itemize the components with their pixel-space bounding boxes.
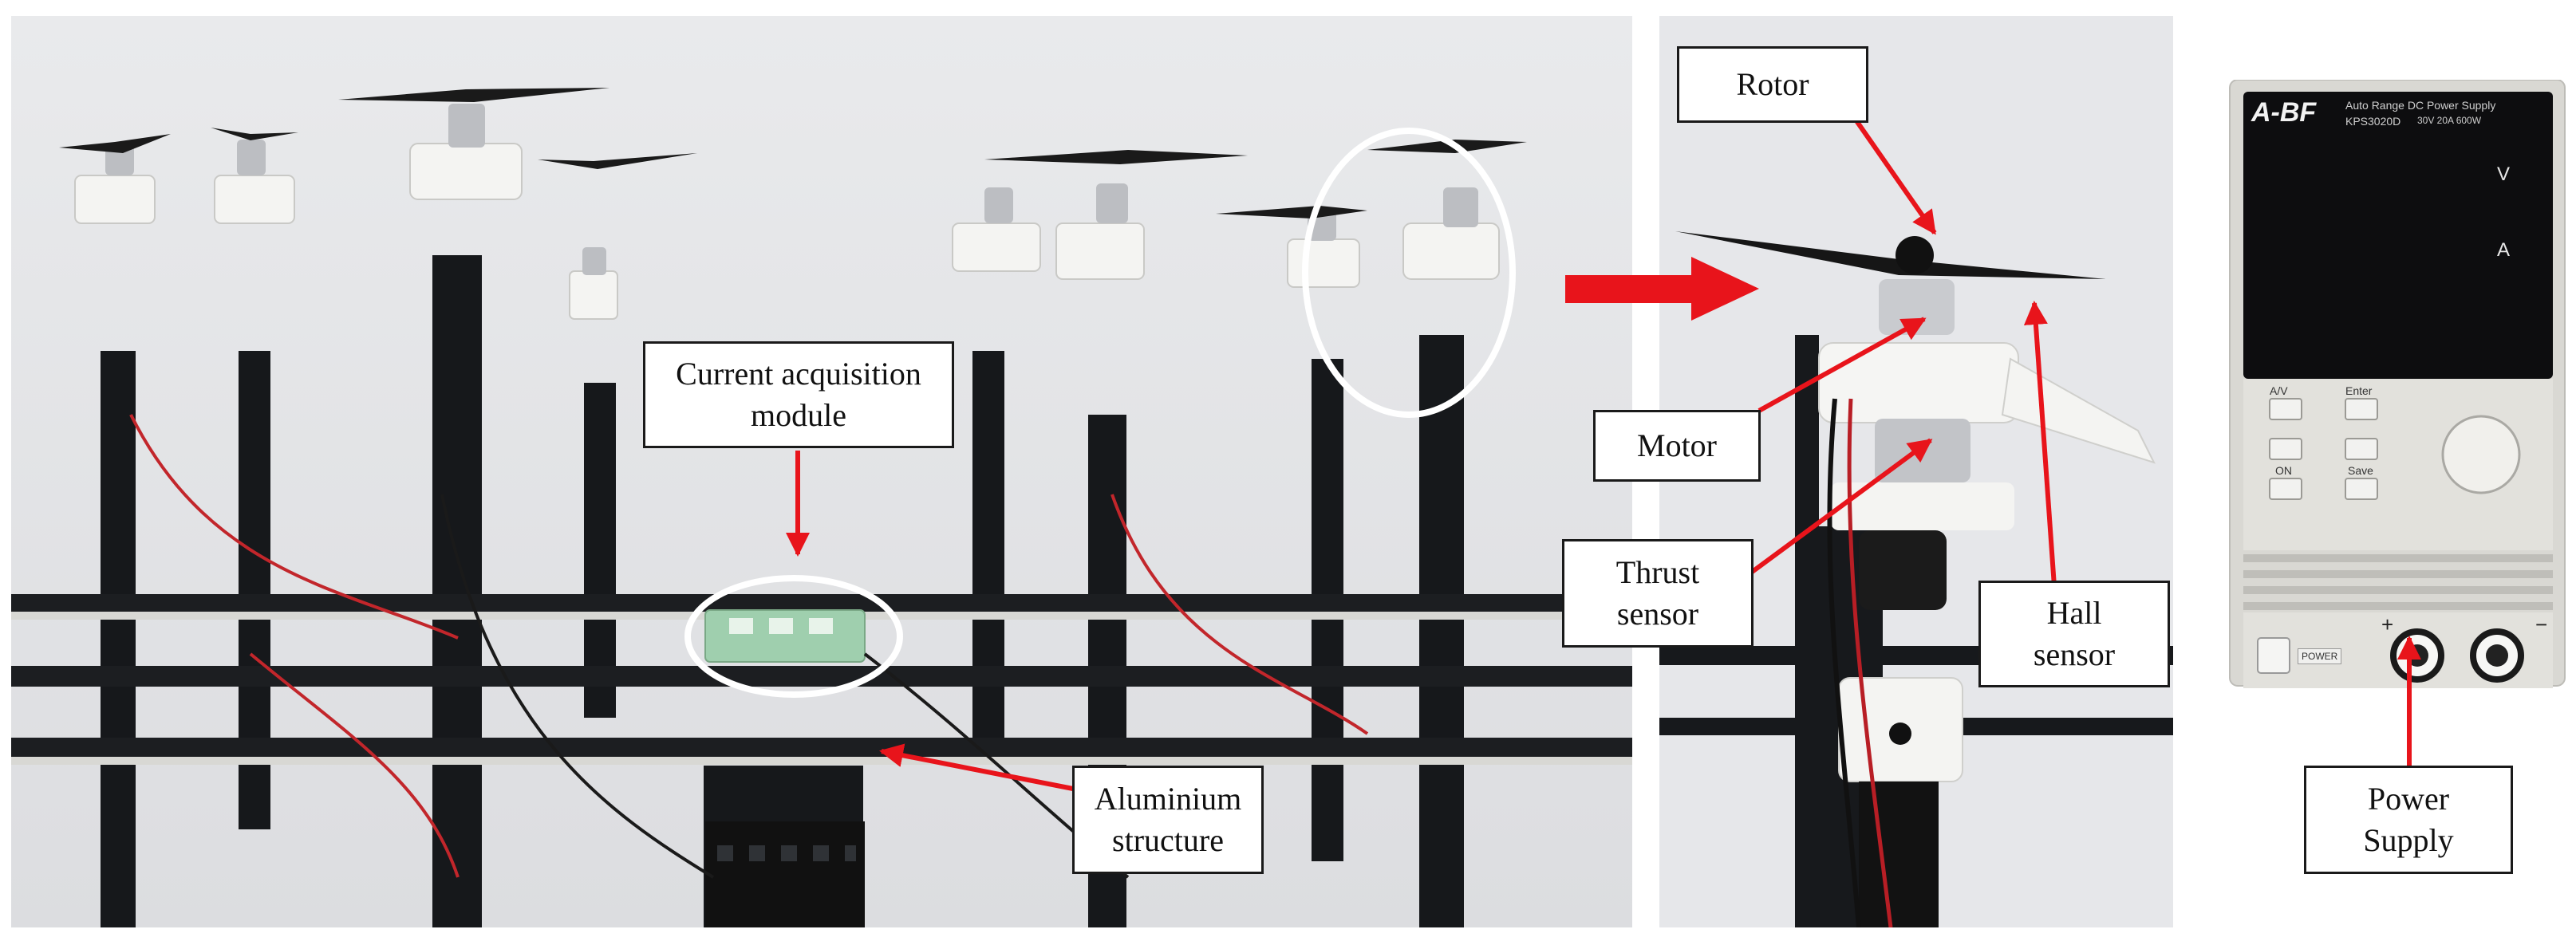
highlight-board-ellipse [684, 575, 903, 698]
label-rotor: Rotor [1677, 46, 1868, 123]
cables [129, 414, 1369, 879]
rig-scene [11, 16, 1632, 927]
device-header: Auto Range DC Power Supply [2345, 99, 2496, 112]
current-board [704, 609, 866, 663]
label-motor: Motor [1593, 410, 1761, 482]
device-model: KPS3020D [2345, 115, 2401, 128]
rotor-units [59, 88, 1527, 320]
power-supply-photo: A-BF Auto Range DC Power Supply KPS3020D… [2226, 80, 2569, 710]
highlight-rotor-ellipse [1302, 128, 1516, 418]
device-btn-av: A/V [2270, 384, 2288, 397]
device-btn-save: Save [2348, 464, 2373, 477]
device-btn-enter: Enter [2345, 384, 2373, 397]
device-btn-on: ON [2275, 464, 2292, 477]
label-thrust-sensor: Thrust sensor [1562, 539, 1753, 648]
device-minus: − [2535, 612, 2548, 636]
device-volt-unit: V [2497, 163, 2511, 185]
device-amp-unit: A [2497, 239, 2511, 261]
horizontal-rails [11, 594, 1632, 765]
aluminium-base [705, 821, 865, 927]
label-current-module: Current acquisition module [643, 341, 954, 448]
device-rating: 30V 20A 600W [2417, 115, 2482, 126]
device-plus: + [2381, 612, 2394, 636]
label-aluminium-structure: Aluminium structure [1072, 766, 1264, 874]
main-rig-photo [11, 16, 1632, 927]
device-power-switch: POWER [2298, 648, 2342, 664]
device-brand: A-BF [2251, 97, 2317, 128]
label-power-supply: Power Supply [2304, 766, 2513, 874]
power-supply-scene [2229, 80, 2566, 688]
label-hall-sensor: Hall sensor [1978, 581, 2170, 687]
